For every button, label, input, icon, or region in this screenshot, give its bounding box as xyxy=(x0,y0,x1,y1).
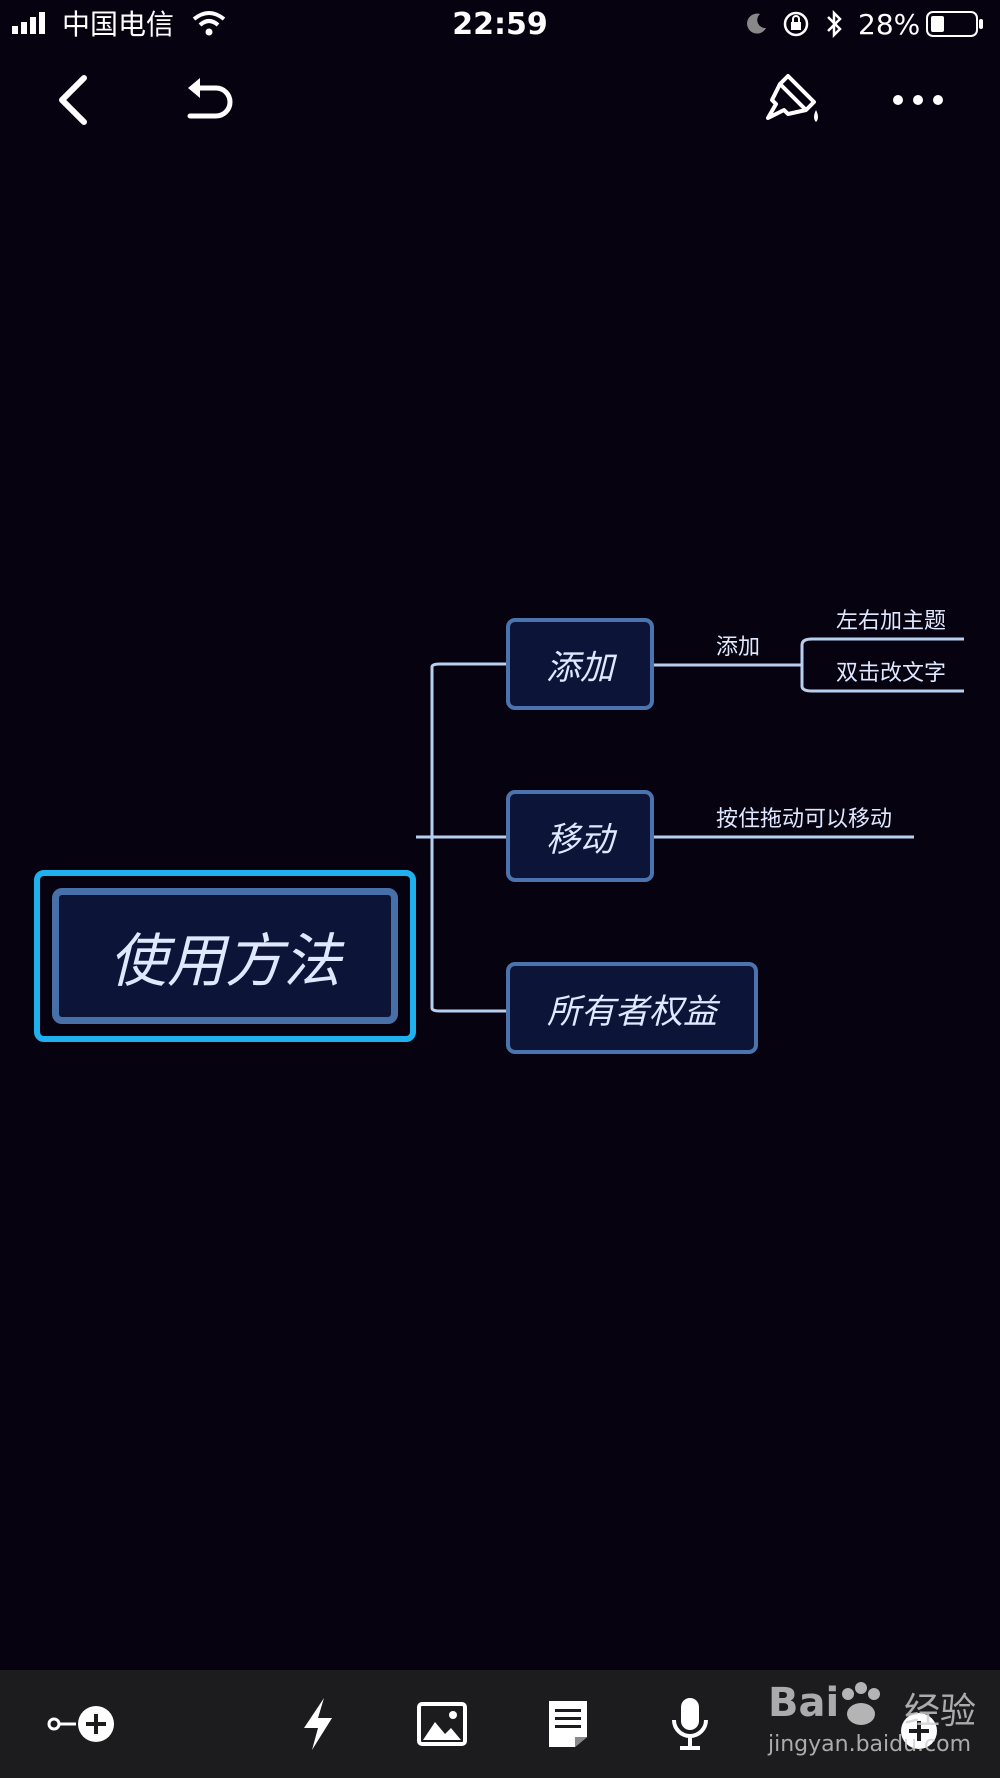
wifi-icon xyxy=(192,11,226,36)
undo-icon xyxy=(187,78,233,119)
moon-icon xyxy=(747,13,766,34)
mindmap-canvas[interactable]: 使用方法 添加 移动 所有者权益 添加 左右加主题 双击改文字 按住拖动可以移动 xyxy=(0,120,1000,1670)
image-icon xyxy=(417,1702,467,1746)
chevron-left-icon xyxy=(59,75,87,125)
undo-button[interactable] xyxy=(178,74,238,126)
baidu-watermark: Bai 经验 jingyan.baidu.com xyxy=(762,1680,982,1772)
style-button[interactable] xyxy=(762,70,822,130)
more-button[interactable] xyxy=(890,90,946,110)
topic-move-node[interactable]: 移动 xyxy=(506,790,654,882)
root-topic-label: 使用方法 xyxy=(52,888,398,1024)
root-topic-node[interactable]: 使用方法 xyxy=(34,870,416,1042)
note-icon xyxy=(549,1701,587,1747)
subtopic-move-hint-label[interactable]: 按住拖动可以移动 xyxy=(716,807,893,832)
topic-owner-equity-node[interactable]: 所有者权益 xyxy=(506,962,758,1054)
bluetooth-icon xyxy=(827,10,842,38)
battery-icon xyxy=(926,11,983,37)
topic-label: 移动 xyxy=(546,819,614,860)
quick-entry-button[interactable] xyxy=(288,1694,348,1754)
watermark-url: jingyan.baidu.com xyxy=(768,1732,972,1757)
watermark-brand: Bai xyxy=(768,1680,840,1726)
lightning-icon xyxy=(304,1698,332,1750)
topic-add-node[interactable]: 添加 xyxy=(506,618,654,710)
carrier-name: 中国电信 xyxy=(62,8,175,41)
paint-brush-icon xyxy=(766,74,818,122)
subtopic-left-right-label[interactable]: 左右加主题 xyxy=(836,609,947,634)
rotation-lock-icon xyxy=(783,11,809,37)
add-button[interactable] xyxy=(894,1706,944,1756)
paw-icon xyxy=(842,1682,880,1725)
insert-note-button[interactable] xyxy=(538,1694,598,1754)
microphone-icon xyxy=(672,1698,708,1750)
battery-percent: 28% xyxy=(858,8,921,41)
bottom-toolbar xyxy=(0,1670,1000,1778)
insert-image-button[interactable] xyxy=(412,1694,472,1754)
status-bar: 中国电信 22:59 28% xyxy=(0,0,1000,50)
signal-icon xyxy=(12,12,45,34)
add-icon xyxy=(901,1713,937,1749)
back-button[interactable] xyxy=(50,70,100,130)
more-icon xyxy=(893,95,943,105)
subtopic-add-label[interactable]: 添加 xyxy=(716,635,761,660)
add-subtopic-icon xyxy=(47,1706,114,1742)
subtopic-double-click-label[interactable]: 双击改文字 xyxy=(836,661,947,686)
connector-lines xyxy=(416,637,964,1013)
topic-label: 添加 xyxy=(546,647,614,688)
add-subtopic-button[interactable] xyxy=(46,1694,122,1754)
watermark-suffix: 经验 xyxy=(904,1691,977,1732)
topic-label: 所有者权益 xyxy=(547,991,717,1032)
status-time: 22:59 xyxy=(452,7,548,42)
voice-input-button[interactable] xyxy=(660,1694,720,1754)
